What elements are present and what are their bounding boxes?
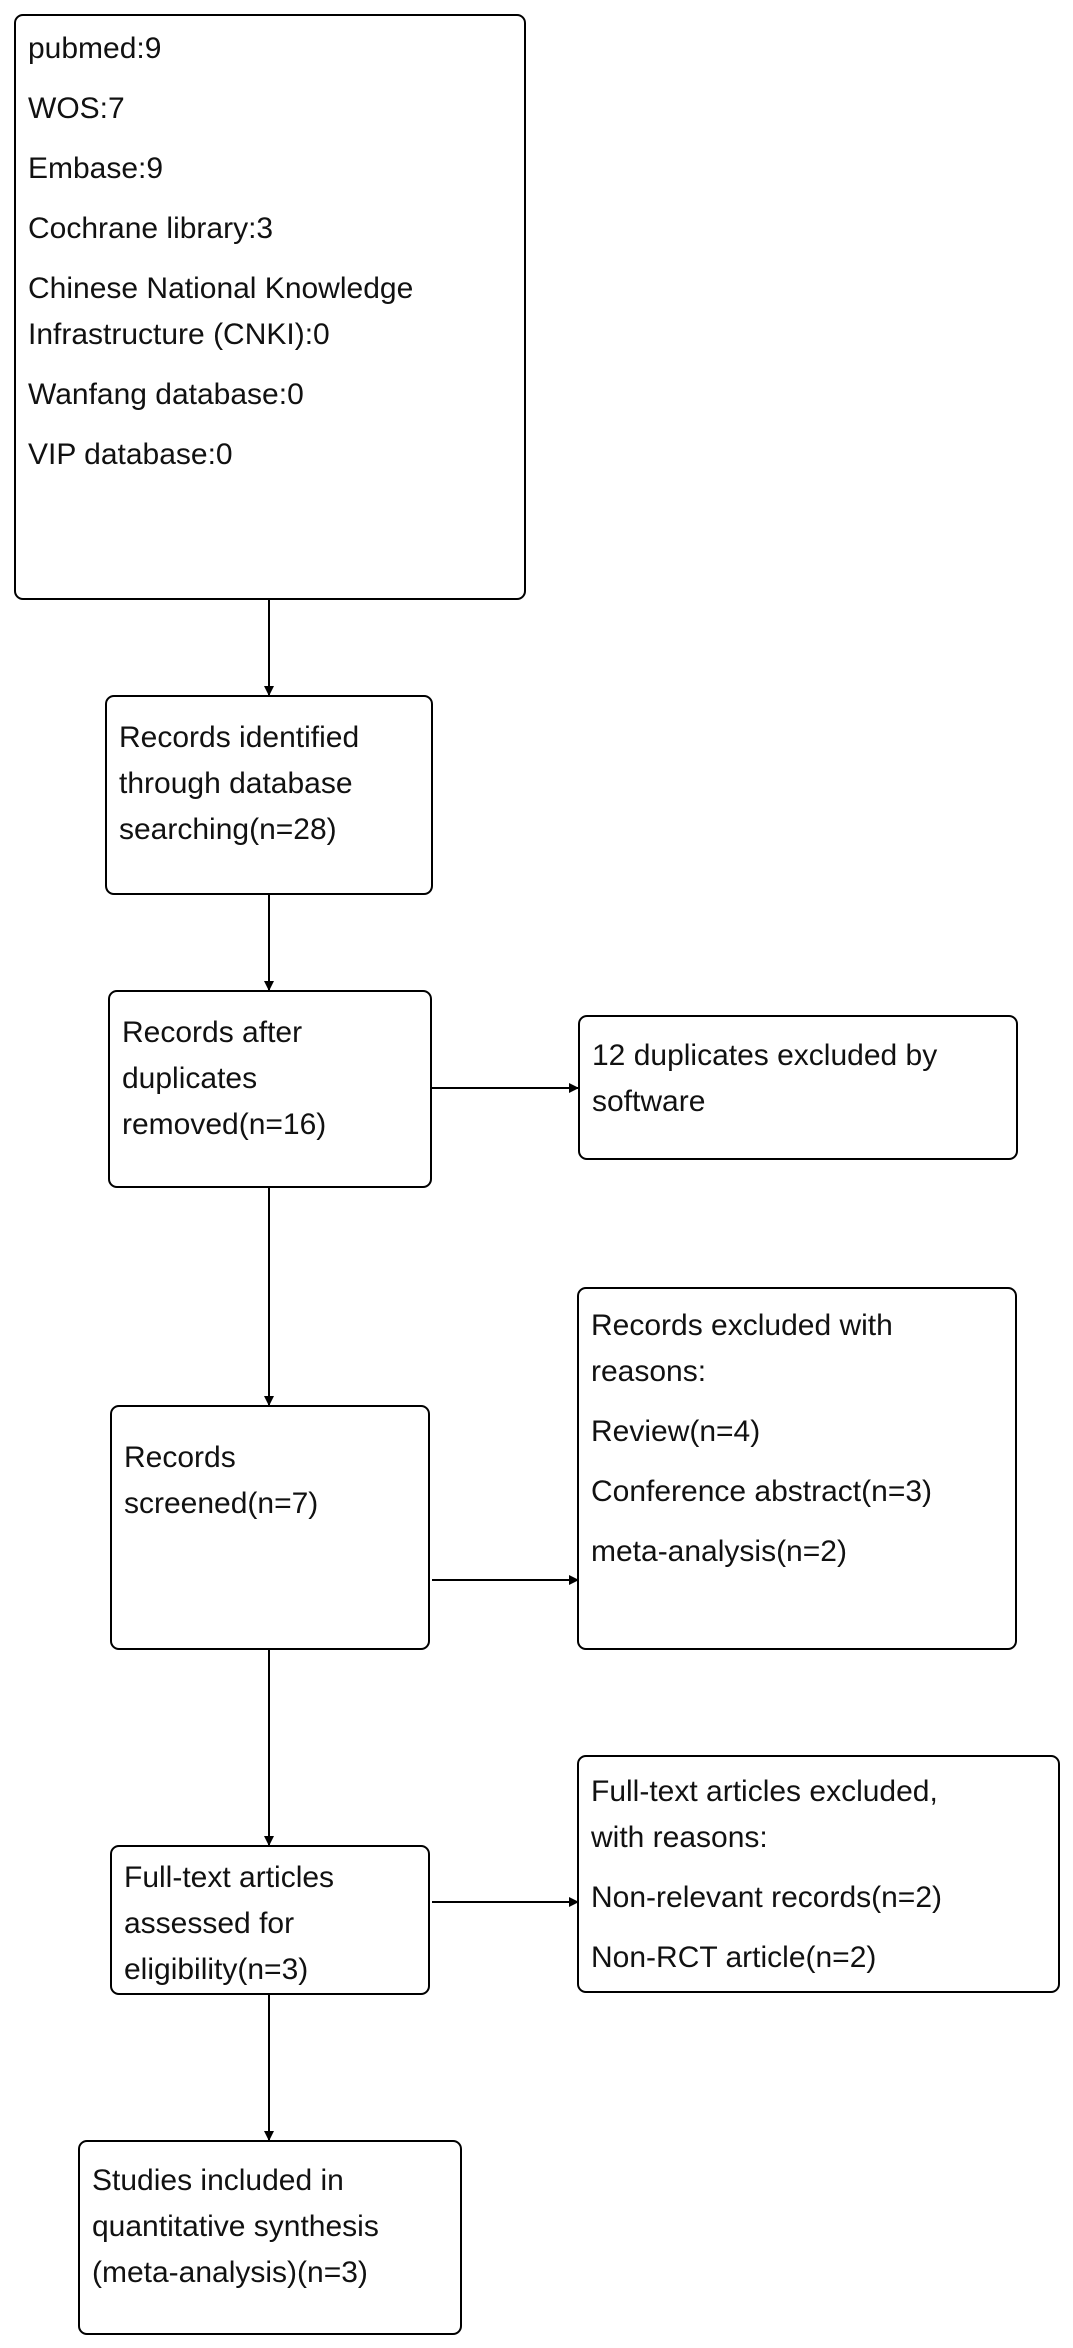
fulltext-excluded-box: Full-text articles excluded, with reason… [577,1755,1060,1993]
fulltext-assessed-box: Full-text articles assessed for eligibil… [110,1845,430,1995]
fulltext-excluded-line-1: Full-text articles excluded, [591,1775,938,1808]
fulltext-line-1: Full-text articles [124,1861,335,1894]
excluded-review: Review(n=4) [591,1415,761,1448]
identified-line-3: searching(n=28) [119,813,337,846]
database-wos: WOS:7 [28,92,125,125]
excluded-line-2: reasons: [591,1355,707,1388]
excluded-meta-analysis: meta-analysis(n=2) [591,1535,847,1568]
database-cnki-line1: Chinese National Knowledge [28,272,414,305]
records-after-duplicates-box: Records after duplicates removed(n=16) [108,990,432,1188]
after-duplicates-line-1: Records after [122,1016,303,1049]
database-pubmed: pubmed:9 [28,32,162,65]
database-vip: VIP database:0 [28,438,233,471]
database-cnki-line2: Infrastructure (CNKI):0 [28,318,330,351]
fulltext-line-3: eligibility(n=3) [124,1953,309,1986]
records-identified-box: Records identified through database sear… [105,695,433,895]
duplicates-excluded-line-2: software [592,1085,706,1118]
duplicates-excluded-line-1: 12 duplicates excluded by [592,1039,938,1072]
studies-included-box: Studies included in quantitative synthes… [78,2140,462,2335]
included-line-2: quantitative synthesis [92,2210,379,2243]
database-cochrane: Cochrane library:3 [28,212,274,245]
records-excluded-box: Records excluded with reasons: Review(n=… [577,1287,1017,1650]
screened-line-2: screened(n=7) [124,1487,319,1520]
fulltext-excluded-non-rct: Non-RCT article(n=2) [591,1941,877,1974]
database-embase: Embase:9 [28,152,164,185]
included-line-3: (meta-analysis)(n=3) [92,2256,368,2289]
after-duplicates-line-2: duplicates [122,1062,258,1095]
duplicates-excluded-box: 12 duplicates excluded by software [578,1015,1018,1160]
included-line-1: Studies included in [92,2164,344,2197]
fulltext-line-2: assessed for [124,1907,295,1940]
identified-line-2: through database [119,767,353,800]
databases-box: pubmed:9 WOS:7 Embase:9 Cochrane library… [14,14,526,600]
excluded-conference-abstract: Conference abstract(n=3) [591,1475,933,1508]
identified-line-1: Records identified [119,721,360,754]
excluded-line-1: Records excluded with [591,1309,893,1342]
fulltext-excluded-line-2: with reasons: [591,1821,768,1854]
screened-line-1: Records [124,1441,236,1474]
database-wanfang: Wanfang database:0 [28,378,304,411]
after-duplicates-line-3: removed(n=16) [122,1108,327,1141]
records-screened-box: Records screened(n=7) [110,1405,430,1650]
fulltext-excluded-non-relevant: Non-relevant records(n=2) [591,1881,942,1914]
